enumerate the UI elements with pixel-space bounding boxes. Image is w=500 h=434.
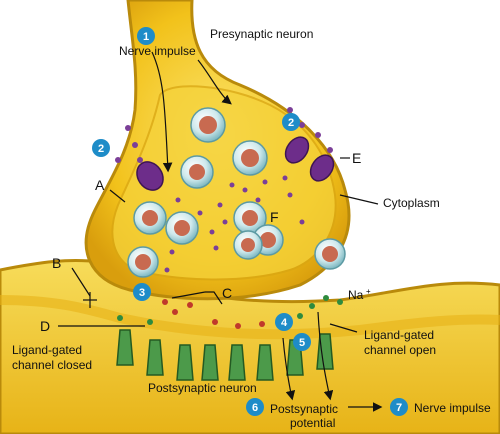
label-nerve-impulse-bottom: Nerve impulse [414, 401, 491, 415]
label-ligand-closed-1: Ligand-gated [12, 343, 82, 357]
ligand-gated-receptors [116, 329, 334, 381]
step-badge-2-right: 2 [282, 113, 300, 131]
vesicle [314, 238, 346, 270]
svg-text:4: 4 [281, 317, 288, 329]
label-ligand-open-2: channel open [364, 343, 436, 357]
label-sodium-charge: + [366, 287, 371, 296]
label-sodium: Na [348, 288, 364, 302]
letter-e: E [352, 150, 361, 166]
label-postsynaptic-potential-2: potential [290, 416, 335, 430]
calcium-channel-right-1 [284, 136, 310, 164]
synaptic-vesicles [127, 107, 346, 278]
label-cytoplasm: Cytoplasm [383, 196, 440, 210]
vesicle [165, 211, 199, 245]
calcium-channel-left [136, 161, 164, 191]
vesicle [232, 140, 268, 176]
label-presynaptic-neuron: Presynaptic neuron [210, 27, 313, 41]
svg-text:6: 6 [252, 402, 258, 414]
postsynaptic-membrane [0, 258, 500, 434]
letter-d: D [40, 318, 50, 334]
step-badge-7: 7 [390, 398, 408, 416]
step-badge-1: 1 [137, 27, 155, 45]
neurotransmitter-molecules [115, 107, 333, 273]
vesicle [127, 246, 159, 278]
label-ligand-closed-2: channel closed [12, 358, 92, 372]
step-badge-2-left: 2 [92, 139, 110, 157]
vesicle [180, 155, 214, 189]
svg-text:7: 7 [396, 402, 402, 414]
calcium-channel-right-2 [309, 154, 335, 182]
svg-text:2: 2 [288, 117, 294, 129]
svg-text:1: 1 [143, 31, 149, 43]
letter-a: A [95, 177, 105, 193]
label-postsynaptic-potential-1: Postsynaptic [270, 402, 338, 416]
letter-b: B [52, 255, 61, 271]
leader-lines [58, 51, 383, 412]
postsynaptic-surface [0, 295, 500, 340]
vesicle [133, 201, 167, 235]
svg-text:5: 5 [299, 337, 305, 349]
label-nerve-impulse-top: Nerve impulse [119, 44, 196, 58]
svg-text:2: 2 [98, 143, 104, 155]
label-postsynaptic-neuron: Postsynaptic neuron [148, 381, 257, 395]
letter-f: F [270, 209, 279, 225]
step-badge-3: 3 [133, 283, 151, 301]
vesicle [190, 107, 226, 143]
letter-c: C [222, 285, 232, 301]
label-ligand-open-1: Ligand-gated [364, 328, 434, 342]
step-badge-4: 4 [275, 313, 293, 331]
step-badge-5: 5 [293, 333, 311, 351]
svg-text:3: 3 [139, 287, 145, 299]
cleft-molecules [117, 295, 343, 329]
vesicle [233, 230, 263, 260]
step-badge-6: 6 [246, 398, 264, 416]
